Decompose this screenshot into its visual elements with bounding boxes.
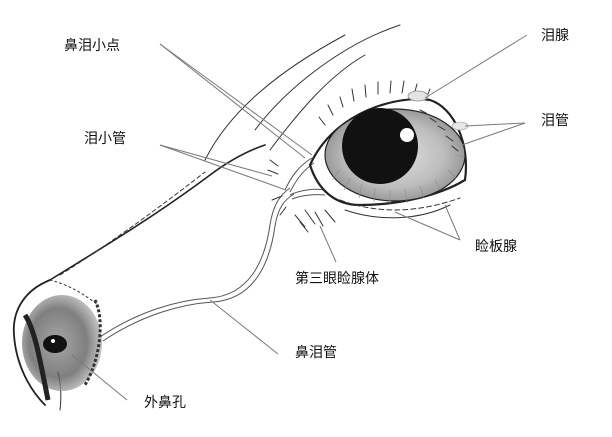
pupil <box>342 108 418 184</box>
label-third-eyelid-gland: 第三眼睑腺体 <box>295 271 379 287</box>
nose-pad <box>22 295 102 401</box>
label-nasolacrimal-punctum: 鼻泪小点 <box>64 38 120 54</box>
label-lacrimal-canaliculus: 泪小管 <box>84 131 126 147</box>
nostril <box>43 335 67 353</box>
label-nasolacrimal-duct: 鼻泪管 <box>295 345 337 361</box>
leader-lines <box>71 34 528 401</box>
label-tarsal-glands: 睑板腺 <box>475 239 517 255</box>
head-outline <box>12 24 401 411</box>
label-lacrimal-ducts: 泪管 <box>541 113 569 129</box>
label-external-nostril: 外鼻孔 <box>144 395 186 411</box>
lacrimal-gland <box>407 90 429 102</box>
nasolacrimal-duct-tube <box>99 187 295 342</box>
eye <box>294 80 469 233</box>
label-lacrimal-gland: 泪腺 <box>541 28 569 44</box>
